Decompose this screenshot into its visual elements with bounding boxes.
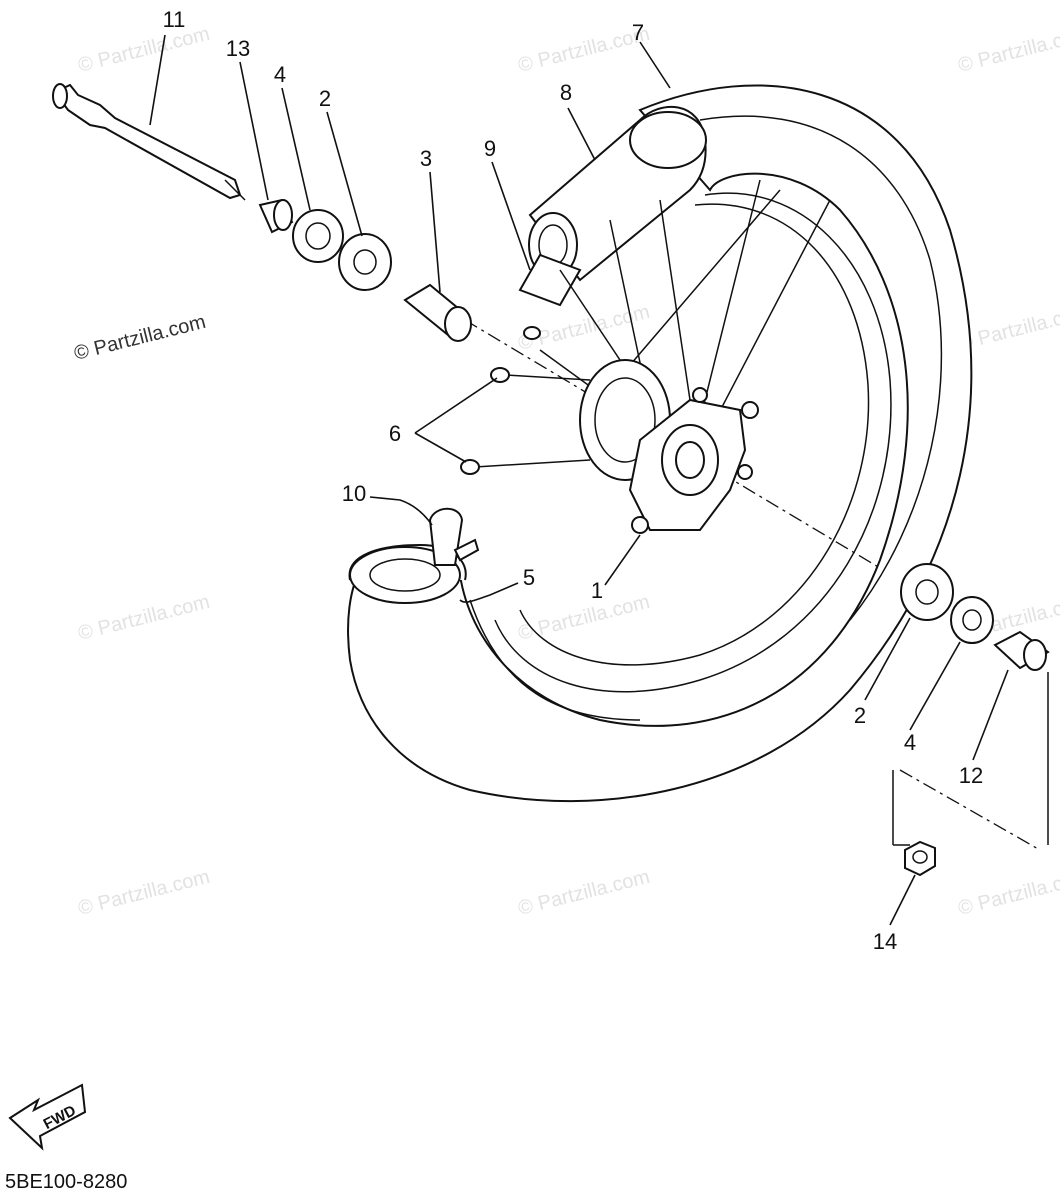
oil-seal-left (292, 209, 344, 263)
rivets (460, 326, 591, 475)
watermark: © Partzilla.com (516, 591, 652, 645)
callouts: 11 13 4 2 3 8 9 7 6 10 5 1 2 4 12 14 (163, 7, 984, 954)
tube-valve (428, 507, 480, 566)
nut (904, 840, 936, 877)
valve-stem (518, 253, 582, 307)
callout-8: 8 (560, 80, 572, 105)
diagram-code: 5BE100-8280 (5, 1171, 127, 1193)
watermark: © Partzilla.com (76, 866, 212, 920)
callout-13: 13 (226, 36, 250, 61)
callout-2-right: 2 (854, 703, 866, 728)
rim-band (528, 106, 707, 282)
collar (258, 198, 294, 234)
callout-6: 6 (389, 421, 401, 446)
bearing-right (900, 563, 954, 621)
spacer (403, 283, 472, 342)
callout-10: 10 (342, 481, 366, 506)
callout-9: 9 (484, 136, 496, 161)
callout-3: 3 (420, 146, 432, 171)
callout-1: 1 (591, 578, 603, 603)
collar-right (993, 630, 1050, 671)
callout-5: 5 (523, 565, 535, 590)
leader-lines (149, 34, 1009, 926)
axle (52, 83, 246, 201)
callout-11: 11 (163, 7, 186, 32)
callout-4-right: 4 (904, 730, 916, 755)
watermark: © Partzilla.com (76, 591, 212, 645)
watermark: © Partzilla.com (76, 23, 212, 77)
callout-14: 14 (873, 929, 897, 954)
watermark: © Partzilla.com (956, 866, 1060, 920)
rim (494, 192, 892, 693)
watermark: © Partzilla.com (516, 866, 652, 920)
bearing-left (338, 233, 392, 291)
watermark: © Partzilla.com (956, 23, 1060, 77)
tire (347, 84, 973, 803)
oil-seal-right (950, 596, 994, 644)
callout-2: 2 (319, 86, 331, 111)
fwd-arrow-icon: FWD (8, 1083, 87, 1151)
watermark-prominent: © Partzilla.com (72, 311, 208, 365)
callout-7: 7 (632, 20, 644, 45)
hub (579, 359, 759, 534)
callout-12: 12 (959, 763, 983, 788)
callout-4: 4 (274, 62, 286, 87)
